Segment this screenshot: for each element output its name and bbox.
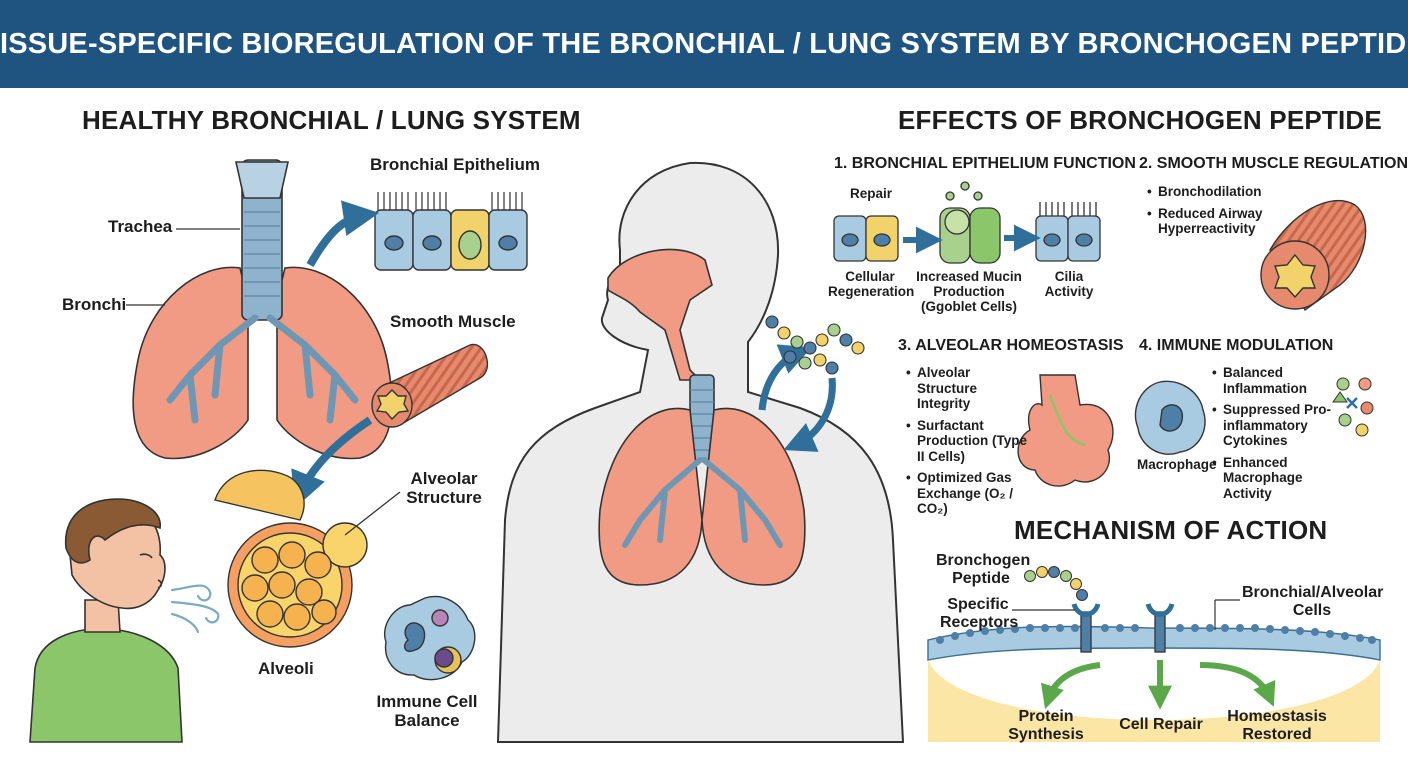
left-lung-shape <box>132 266 249 460</box>
receptor-1 <box>1071 603 1101 653</box>
membrane-lipid-heads <box>936 624 1376 644</box>
effect3-bullet: Alveolar Structure Integrity <box>906 365 1030 412</box>
mechanism-cells-label: Bronchial/Alveolar Cells <box>1242 584 1384 619</box>
mechanism-peptide-chain <box>1024 566 1088 601</box>
effect3-title: 3. ALVEOLAR HOMEOSTASIS <box>898 337 1124 354</box>
bronchi-branches <box>166 314 359 424</box>
right-lung-shape <box>276 266 393 460</box>
effect2-title: 2. SMOOTH MUSCLE REGULATION <box>1139 155 1408 172</box>
mechanism-receptors-label: Specific Receptors <box>940 596 1019 631</box>
title-banner: TISSUE-SPECIFIC BIOREGULATION OF THE BRO… <box>0 0 1408 88</box>
alveolar-leader <box>344 491 401 536</box>
page-title: TISSUE-SPECIFIC BIOREGULATION OF THE BRO… <box>0 27 1408 60</box>
breathing-person <box>29 498 183 743</box>
effect4-macrophage-label: Macrophage <box>1137 457 1217 472</box>
cell-body <box>928 660 1380 742</box>
effects-section-title: EFFECTS OF BRONCHOGEN PEPTIDE <box>898 105 1382 135</box>
mechanism-homeostasis-label: Homeostasis Restored <box>1227 708 1327 743</box>
mechanism-title: MECHANISM OF ACTION <box>1014 515 1328 545</box>
mechanism-diagram <box>927 566 1381 742</box>
arrow-to-epithelium <box>306 200 380 267</box>
label-smooth-muscle: Smooth Muscle <box>390 312 516 331</box>
epithelium-cells <box>374 192 528 271</box>
effect3-bullet: Optimized Gas Exchange (O₂ / CO₂) <box>906 470 1030 517</box>
immune-cells <box>383 595 476 681</box>
effect2-muscle <box>1260 199 1367 312</box>
mechanism-peptide-label: Bronchogen Peptide <box>936 552 1031 587</box>
effect4-bullets: Balanced Inflammation Suppressed Pro-inf… <box>1212 365 1332 507</box>
receptor-2 <box>1145 603 1175 653</box>
cytokine-shapes <box>1332 377 1374 437</box>
effect4-bullet: Enhanced Macrophage Activity <box>1212 455 1332 502</box>
mechanism-repair-label: Cell Repair <box>1119 716 1203 733</box>
peptide-chain-center <box>765 315 865 375</box>
arrow-protein <box>1040 662 1101 710</box>
arrow-homeostasis <box>1199 662 1276 707</box>
label-bronchi: Bronchi <box>62 295 127 314</box>
effect1-mucin-production: Increased Mucin Production (Ggoblet Cell… <box>916 269 1022 314</box>
effect1-repair-label: Repair <box>850 186 893 201</box>
label-immune-cell-balance: Immune Cell Balance <box>376 692 478 730</box>
effect4-title: 4. IMMUNE MODULATION <box>1139 337 1334 354</box>
left-section-title: HEALTHY BRONCHIAL / LUNG SYSTEM <box>82 105 581 135</box>
effect4-bullet: Balanced Inflammation <box>1212 365 1332 396</box>
breath-wind-icon <box>170 584 220 634</box>
effect4-bullet: Suppressed Pro-inflammatory Cytokines <box>1212 402 1332 449</box>
label-alveolar-structure: Alveolar Structure <box>406 469 482 507</box>
smooth-muscle-tube <box>371 343 489 428</box>
effect3-bullet: Surfactant Production (Type II Cells) <box>906 418 1030 465</box>
effect3-bullets: Alveolar Structure Integrity Surfactant … <box>906 365 1030 523</box>
alveoli-cluster <box>214 469 368 648</box>
left-lungs-diagram <box>132 159 393 460</box>
center-airway <box>598 248 806 586</box>
effect2-bullets: Bronchodilation Reduced Airway Hyperreac… <box>1147 184 1265 243</box>
effect3-alveolus <box>1017 374 1114 487</box>
label-alveoli: Alveoli <box>258 659 314 678</box>
label-bronchial-epithelium: Bronchial Epithelium <box>370 155 541 174</box>
effect4-macrophage <box>1134 380 1206 455</box>
label-trachea: Trachea <box>108 217 173 236</box>
arrow-to-alveoli <box>291 416 373 509</box>
effect1-cilia-activity: Cilia Activity <box>1044 269 1094 299</box>
mechanism-protein-label: Protein Synthesis <box>1008 708 1084 743</box>
effect1-title: 1. BRONCHIAL EPITHELIUM FUNCTION <box>834 155 1136 172</box>
arrow-peptide-down <box>783 377 836 452</box>
effect2-bullet: Bronchodilation <box>1147 184 1265 200</box>
effect1-cellular-regeneration: Cellular Regeneration <box>828 269 915 299</box>
effect2-bullet: Reduced Airway Hyperreactivity <box>1147 206 1265 237</box>
